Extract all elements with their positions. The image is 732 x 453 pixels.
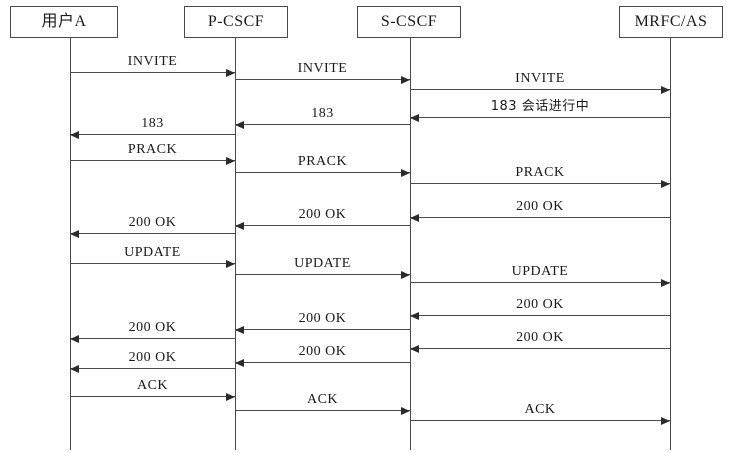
arrowhead-icon [226, 392, 235, 401]
message-arrow [70, 338, 235, 339]
arrowhead-icon [401, 168, 410, 177]
arrowhead-icon [410, 213, 419, 222]
arrowhead-icon [661, 85, 670, 94]
actor-box-mrfc[interactable]: MRFC/AS [619, 6, 723, 38]
message-arrow [235, 124, 410, 125]
message-label: UPDATE [511, 264, 569, 279]
lifeline-ue [70, 38, 71, 450]
arrowhead-icon [410, 113, 419, 122]
message-arrow [410, 117, 670, 118]
message-arrow [70, 368, 235, 369]
message-label: 200 OK [298, 207, 347, 222]
actor-label-scscf: S-CSCF [380, 13, 438, 30]
message-label: 200 OK [128, 350, 177, 365]
message-arrow [70, 233, 235, 234]
message-arrow [235, 410, 410, 411]
lifeline-scscf [410, 38, 411, 450]
arrowhead-icon [235, 325, 244, 334]
message-arrow [235, 79, 410, 80]
arrowhead-icon [235, 120, 244, 129]
message-arrow [410, 282, 670, 283]
arrowhead-icon [70, 334, 79, 343]
message-label: 200 OK [516, 297, 564, 312]
message-label: 183 [141, 116, 164, 131]
arrowhead-icon [70, 229, 79, 238]
message-label: INVITE [127, 54, 178, 69]
arrowhead-icon [401, 75, 410, 84]
message-label: INVITE [297, 61, 348, 76]
message-arrow [70, 134, 235, 135]
message-label: 200 OK [298, 344, 347, 359]
message-arrow [410, 89, 670, 90]
arrowhead-icon [226, 68, 235, 77]
arrowhead-icon [226, 156, 235, 165]
actor-box-ue[interactable]: 用户A [10, 6, 118, 38]
arrowhead-icon [401, 406, 410, 415]
message-arrow [410, 420, 670, 421]
actor-label-mrfc: MRFC/AS [634, 13, 708, 30]
message-arrow [70, 396, 235, 397]
message-arrow [70, 160, 235, 161]
message-label: UPDATE [294, 256, 351, 271]
arrowhead-icon [410, 311, 419, 320]
message-label: 200 OK [298, 311, 347, 326]
arrowhead-icon [235, 358, 244, 367]
arrowhead-icon [410, 344, 419, 353]
message-label: INVITE [515, 71, 565, 86]
arrowhead-icon [661, 278, 670, 287]
arrowhead-icon [661, 416, 670, 425]
message-label: 200 OK [516, 199, 564, 214]
message-label: ACK [524, 402, 556, 417]
message-label: ACK [306, 392, 339, 407]
message-label: 200 OK [128, 320, 177, 335]
message-label: ACK [136, 378, 169, 393]
arrowhead-icon [70, 364, 79, 373]
lifeline-pcscf [235, 38, 236, 450]
message-label: PRACK [127, 142, 178, 157]
actor-box-scscf[interactable]: S-CSCF [357, 6, 461, 38]
arrowhead-icon [70, 130, 79, 139]
message-label: 183 会话进行中 [490, 99, 590, 114]
message-arrow [410, 183, 670, 184]
arrowhead-icon [226, 259, 235, 268]
message-label: PRACK [515, 165, 565, 180]
message-label: PRACK [297, 154, 348, 169]
message-arrow [235, 274, 410, 275]
message-arrow [235, 329, 410, 330]
actor-label-ue: 用户A [41, 13, 87, 30]
arrowhead-icon [235, 221, 244, 230]
arrowhead-icon [401, 270, 410, 279]
message-arrow [410, 217, 670, 218]
message-arrow [235, 225, 410, 226]
message-arrow [70, 263, 235, 264]
actor-label-pcscf: P-CSCF [207, 13, 265, 30]
message-label: 200 OK [128, 215, 177, 230]
actor-box-pcscf[interactable]: P-CSCF [184, 6, 288, 38]
message-label: 200 OK [516, 330, 564, 345]
message-arrow [70, 72, 235, 73]
message-label: 183 [311, 106, 334, 121]
lifeline-mrfc [670, 38, 671, 450]
message-label: UPDATE [124, 245, 181, 260]
arrowhead-icon [661, 179, 670, 188]
message-arrow [235, 172, 410, 173]
message-arrow [410, 315, 670, 316]
message-arrow [235, 362, 410, 363]
message-arrow [410, 348, 670, 349]
